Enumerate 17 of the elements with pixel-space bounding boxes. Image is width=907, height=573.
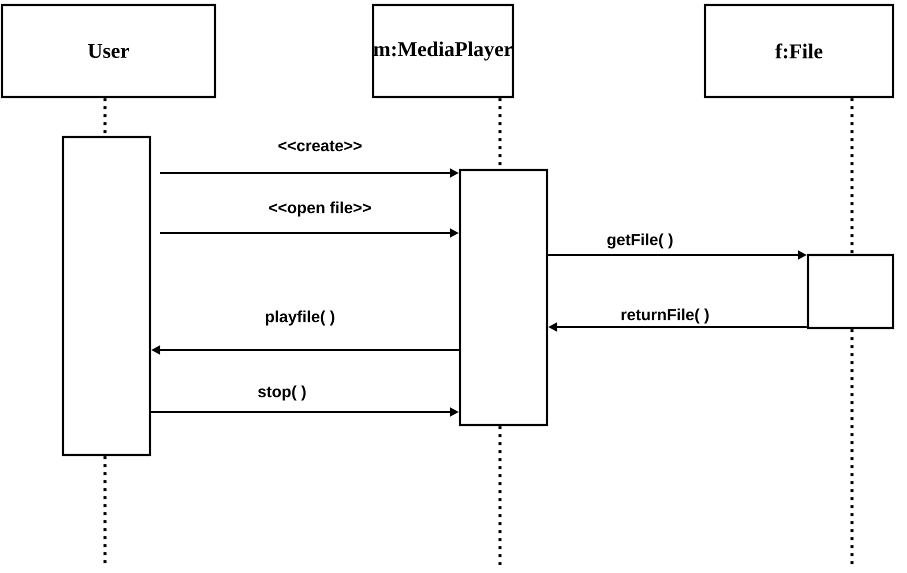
edge-label: <<create>> bbox=[278, 140, 362, 152]
lifeline bbox=[850, 98, 854, 254]
lifeline bbox=[104, 456, 106, 565]
lifeline-header-box: m:MediaPlayer bbox=[372, 4, 514, 98]
lifeline bbox=[104, 98, 106, 136]
lifeline-header-box: User bbox=[0, 4, 216, 98]
edge-label: getFile( ) bbox=[607, 234, 673, 248]
edge-label: returnFile( ) bbox=[622, 308, 709, 324]
activation-bar bbox=[458, 168, 548, 426]
edge-label: playfile( ) bbox=[266, 310, 334, 326]
activation-bar bbox=[62, 136, 152, 456]
lifeline bbox=[850, 329, 854, 565]
activation-bar bbox=[806, 254, 894, 330]
edge-label: <<open file>> bbox=[269, 202, 371, 216]
lifeline-header-box: f:File bbox=[704, 4, 894, 98]
lifeline bbox=[498, 426, 502, 565]
edge-label: stop( ) bbox=[258, 386, 306, 400]
